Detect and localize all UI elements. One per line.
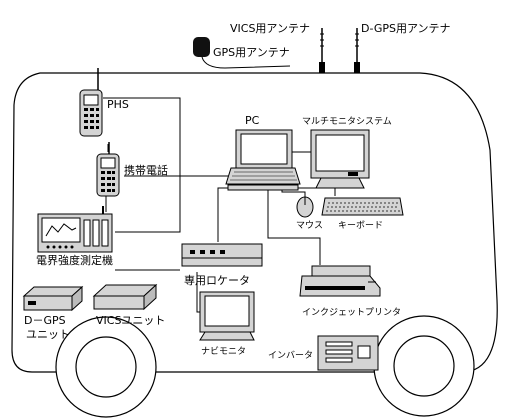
inkjet-printer-device	[299, 265, 381, 297]
phs-label: PHS	[107, 98, 129, 111]
gps-antenna	[193, 37, 291, 69]
keyboard-device	[321, 197, 404, 216]
rear-wheel	[373, 315, 475, 417]
dgps-antenna	[354, 28, 360, 73]
pc-label: PC	[245, 114, 260, 127]
multimonitor-label: マルチモニタシステム	[302, 116, 392, 127]
connection-lines	[97, 73, 336, 313]
inkjet-printer-label: インクジェットプリンタ	[302, 307, 401, 318]
dgps-unit-device	[22, 285, 84, 312]
dgps-unit-label-line1: D－GPS	[24, 314, 66, 327]
navi-monitor-device	[199, 291, 255, 341]
pc-laptop	[225, 129, 301, 191]
navi-monitor-label: ナビモニタ	[201, 346, 246, 357]
router-label: 専用ロケータ	[184, 274, 250, 287]
field-meter-device	[37, 206, 113, 253]
vics-unit-device	[92, 283, 158, 311]
inverter-device	[317, 335, 379, 371]
dgps-unit-label-line2: ユニット	[26, 328, 70, 341]
mouse-device	[296, 196, 314, 218]
gps-antenna-label: GPS用アンテナ	[213, 46, 290, 59]
field-meter-label: 電界強度測定機	[36, 253, 113, 267]
vics-antenna-label: VICS用アンテナ	[230, 22, 310, 35]
dgps-antenna-label: D-GPS用アンテナ	[361, 22, 451, 35]
mobile-phone-label: 携帯電話	[124, 163, 168, 177]
vics-unit-label: VICSユニット	[96, 314, 165, 327]
mobile-phone-device	[96, 142, 120, 197]
front-wheel	[55, 316, 157, 418]
multimonitor-device	[310, 129, 370, 189]
router-device	[181, 243, 263, 267]
inverter-label: インバータ	[268, 350, 313, 361]
phs-device	[79, 68, 103, 137]
vics-antenna	[319, 28, 325, 73]
mouse-label: マウス	[296, 220, 323, 231]
keyboard-label: キーボード	[338, 220, 383, 231]
